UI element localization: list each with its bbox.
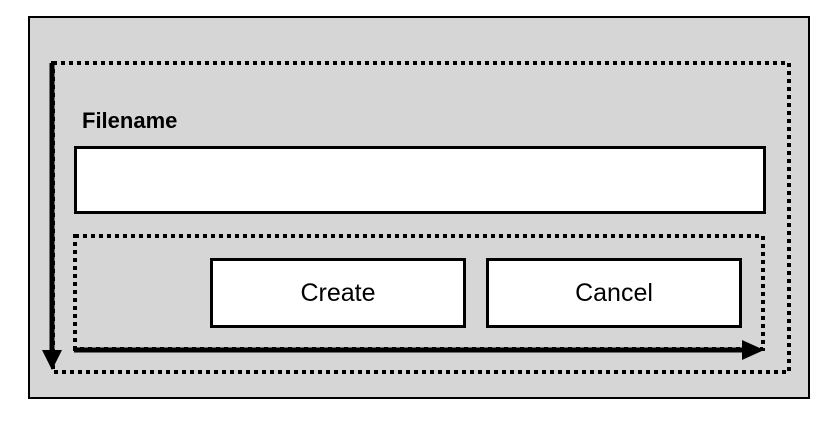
cancel-button[interactable]: Cancel [486,258,742,328]
vertical-arrow-icon [42,63,62,370]
filename-label: Filename [82,108,178,133]
outer-dotted-container [51,61,791,374]
horizontal-arrow-icon [74,340,764,360]
filename-input[interactable] [74,146,766,214]
create-button[interactable]: Create [210,258,466,328]
